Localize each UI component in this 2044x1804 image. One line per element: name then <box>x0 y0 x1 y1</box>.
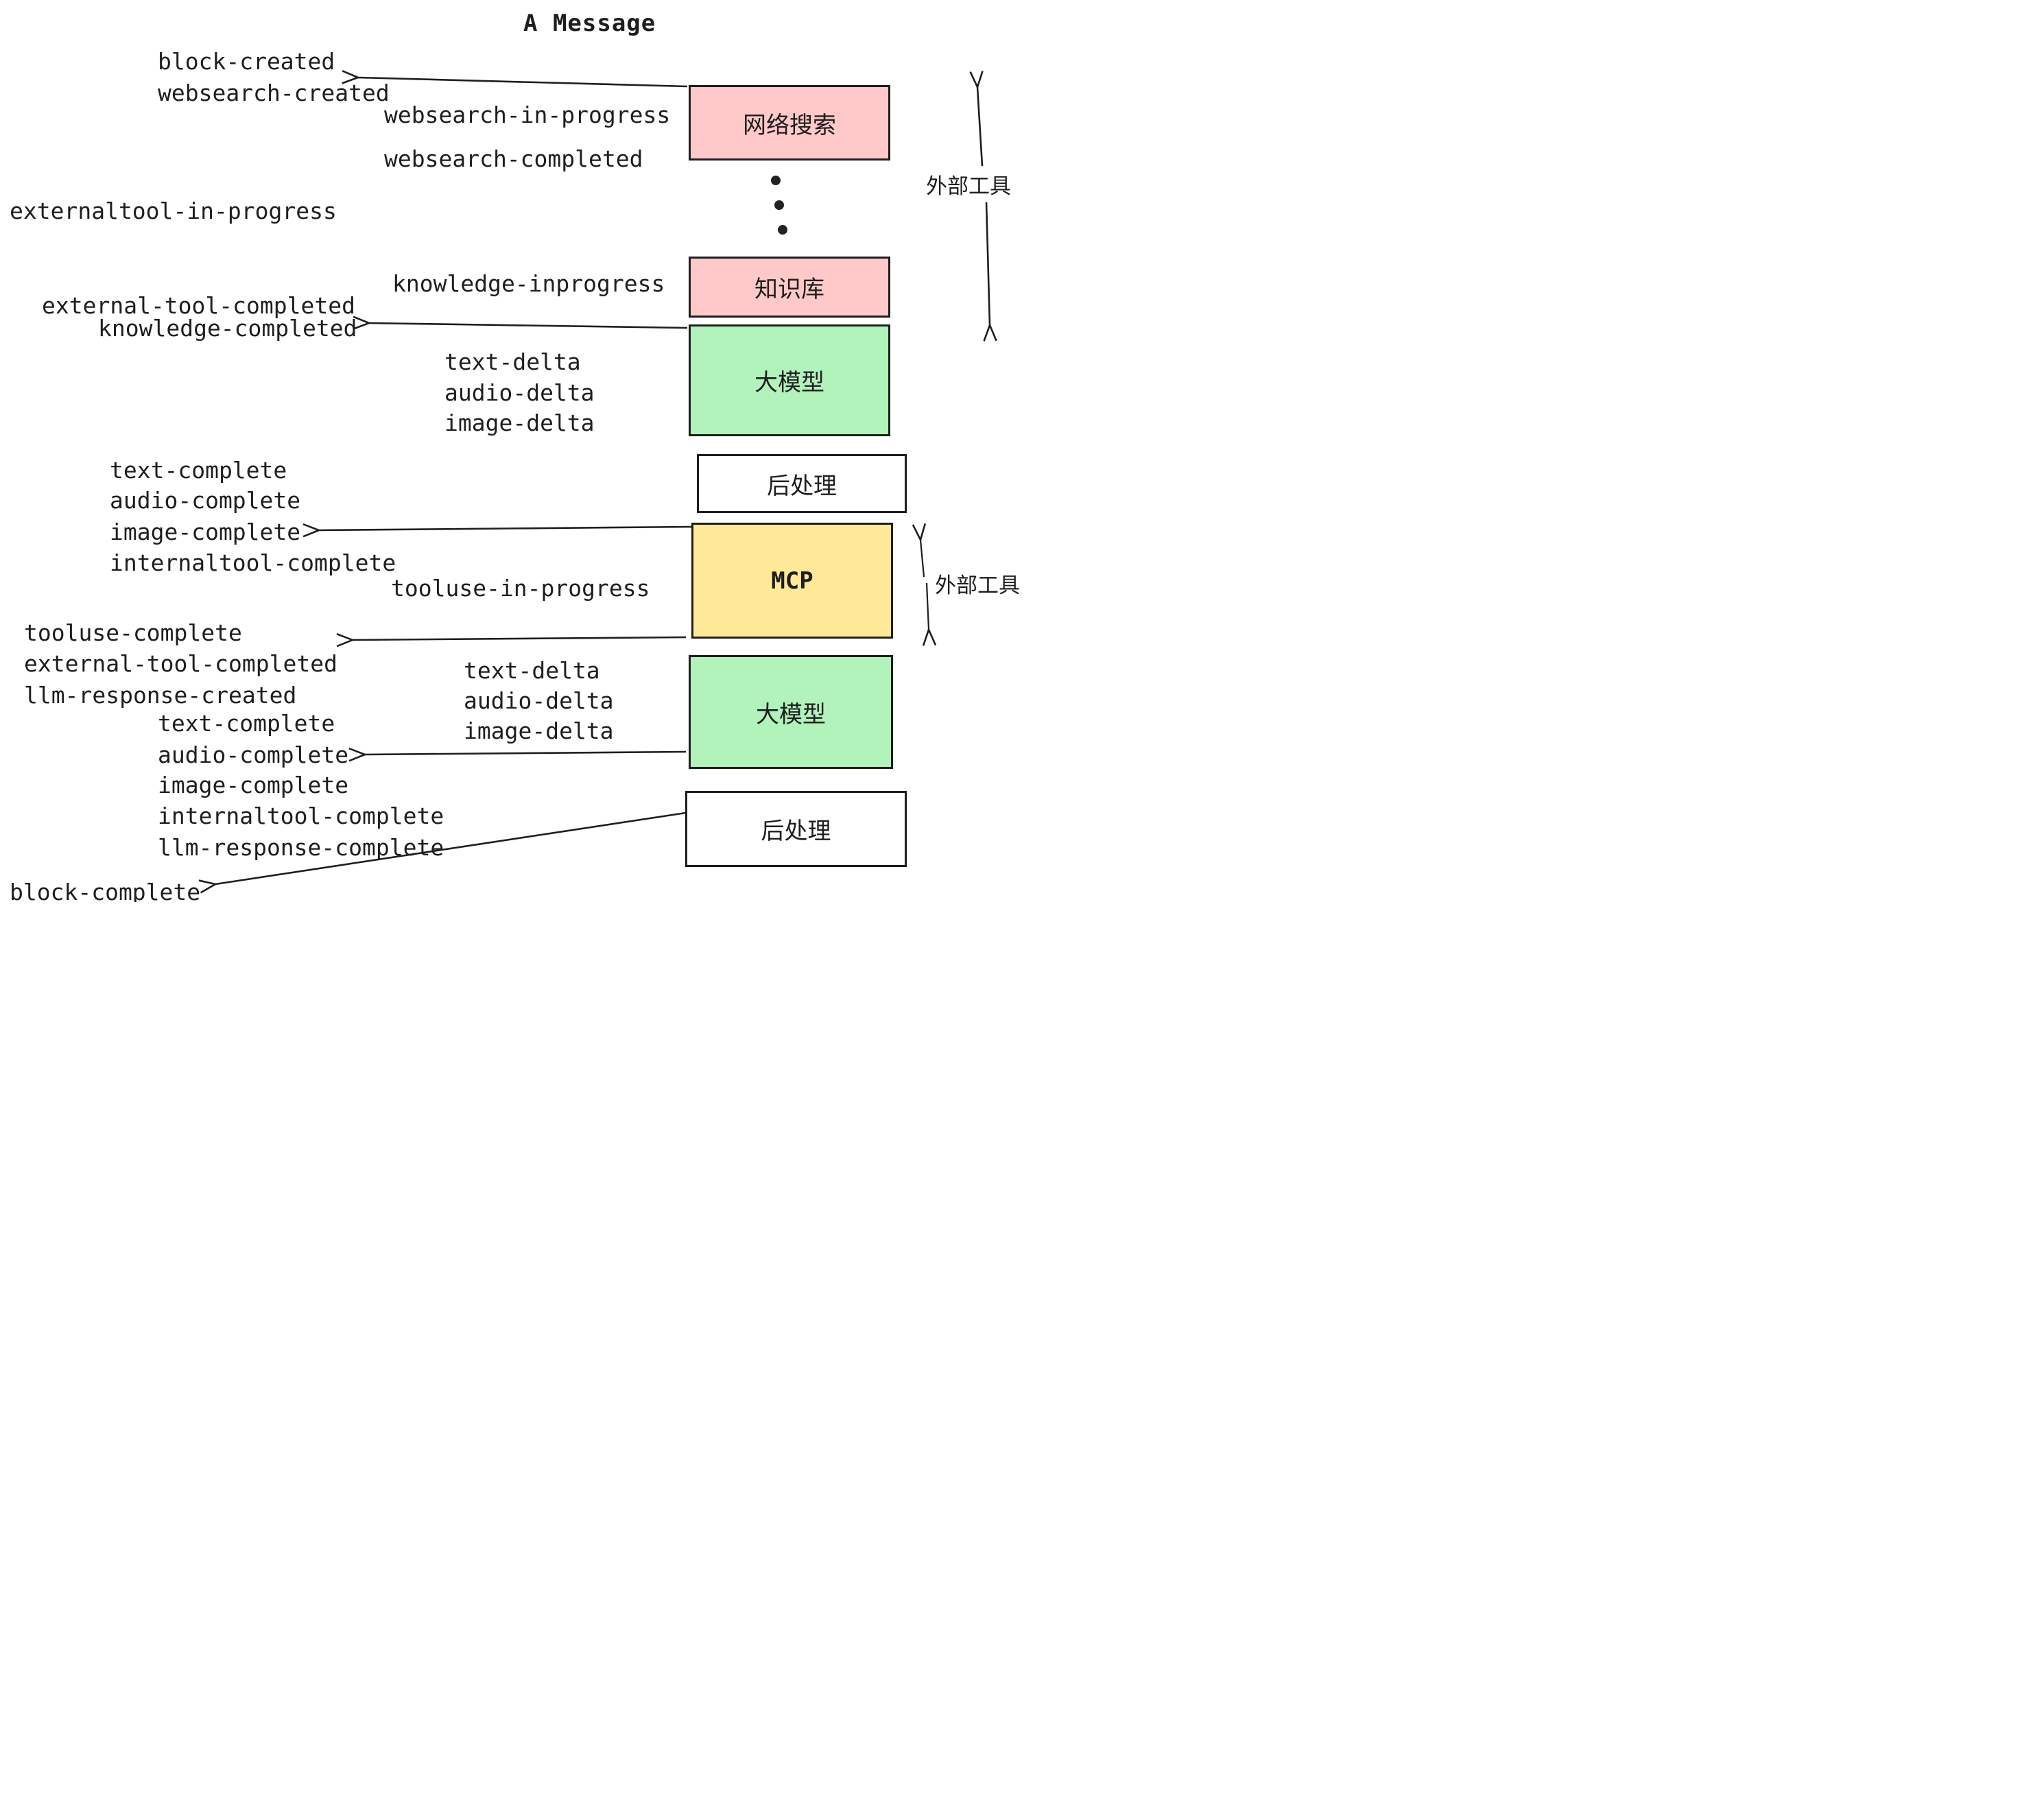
event-external-tool-completed-1: external-tool-completed <box>42 292 355 319</box>
node-websearch: 网络搜索 <box>689 85 890 161</box>
arrow-external-tool-down-2 <box>922 582 937 646</box>
event-text-complete-1: text-complete <box>110 457 287 484</box>
node-llm-2: 大模型 <box>689 655 893 769</box>
event-image-complete-2: image-complete <box>158 772 349 798</box>
arrow-image-complete <box>302 523 692 538</box>
event-image-delta-1: image-delta <box>444 410 595 436</box>
event-block-complete: block-complete <box>10 879 201 902</box>
event-internaltool-complete-1: internaltool-complete <box>110 549 396 576</box>
event-externaltool-in-progress: externaltool-in-progress <box>10 198 337 224</box>
node-knowledge: 知识库 <box>689 257 890 318</box>
event-image-complete-1: image-complete <box>110 519 301 545</box>
diagram-title: A Message <box>523 10 656 37</box>
event-tooluse-complete: tooluse-complete <box>24 619 242 646</box>
event-text-complete-2: text-complete <box>158 710 335 737</box>
event-websearch-created: websearch-created <box>158 80 390 106</box>
arrow-external-tool-up-1 <box>969 71 984 167</box>
event-image-delta-2: image-delta <box>464 717 614 744</box>
arrow-external-tool-down-1 <box>983 202 997 342</box>
event-block-created: block-created <box>158 48 335 75</box>
node-llm-1: 大模型 <box>689 324 890 436</box>
arrow-external-tool-up-2 <box>912 523 927 578</box>
event-tooluse-in-progress: tooluse-in-progress <box>391 575 650 602</box>
event-knowledge-completed: knowledge-completed <box>98 315 357 342</box>
event-text-delta-1: text-delta <box>444 348 581 375</box>
event-websearch-completed: websearch-completed <box>384 145 643 172</box>
event-llm-response-created: llm-response-created <box>24 682 297 709</box>
arrow-audio-complete <box>348 747 687 762</box>
label-external-tool-top: 外部工具 <box>926 174 1011 199</box>
node-postprocess-2: 后处理 <box>685 791 907 867</box>
arrow-knowledge-completed <box>353 316 688 330</box>
event-external-tool-completed-2: external-tool-completed <box>24 650 337 677</box>
event-text-delta-2: text-delta <box>464 657 600 684</box>
arrow-websearch-created <box>342 70 688 88</box>
event-llm-response-complete: llm-response-complete <box>158 834 444 861</box>
event-audio-delta-1: audio-delta <box>444 379 595 406</box>
label-external-tool-bottom: 外部工具 <box>935 573 1020 598</box>
event-audio-complete-2: audio-complete <box>158 741 349 768</box>
event-internaltool-complete-2: internaltool-complete <box>158 803 444 829</box>
message-flow-diagram: A Message block-created websearch-create… <box>0 0 1022 902</box>
event-audio-delta-2: audio-delta <box>464 687 614 714</box>
event-audio-complete-1: audio-complete <box>110 487 301 514</box>
node-postprocess-1: 后处理 <box>697 454 907 513</box>
ellipsis-dots <box>771 176 787 235</box>
arrow-tooluse-complete <box>336 632 687 648</box>
event-websearch-in-progress: websearch-in-progress <box>384 102 671 128</box>
node-mcp: MCP <box>691 523 893 639</box>
event-knowledge-inprogress: knowledge-inprogress <box>392 270 665 297</box>
